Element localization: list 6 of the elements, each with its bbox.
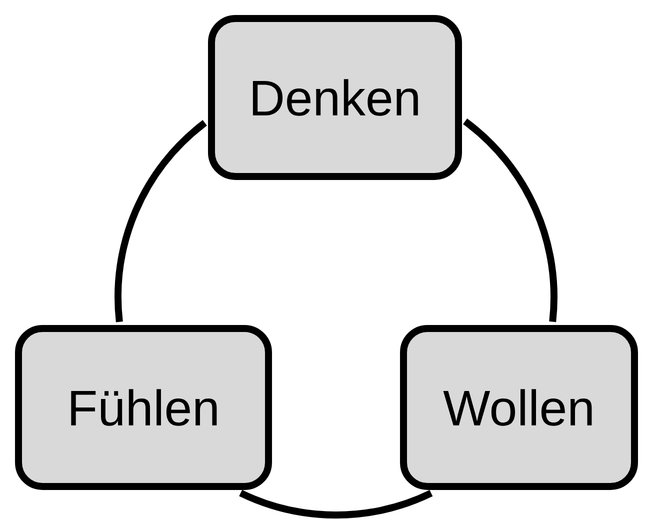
- process-box: Wollen: [400, 325, 638, 490]
- process-box: Fühlen: [15, 325, 272, 490]
- process-box: Denken: [208, 14, 462, 180]
- connector-arc: [114, 120, 208, 322]
- connector-arc: [239, 490, 433, 518]
- connector-arc: [462, 118, 558, 322]
